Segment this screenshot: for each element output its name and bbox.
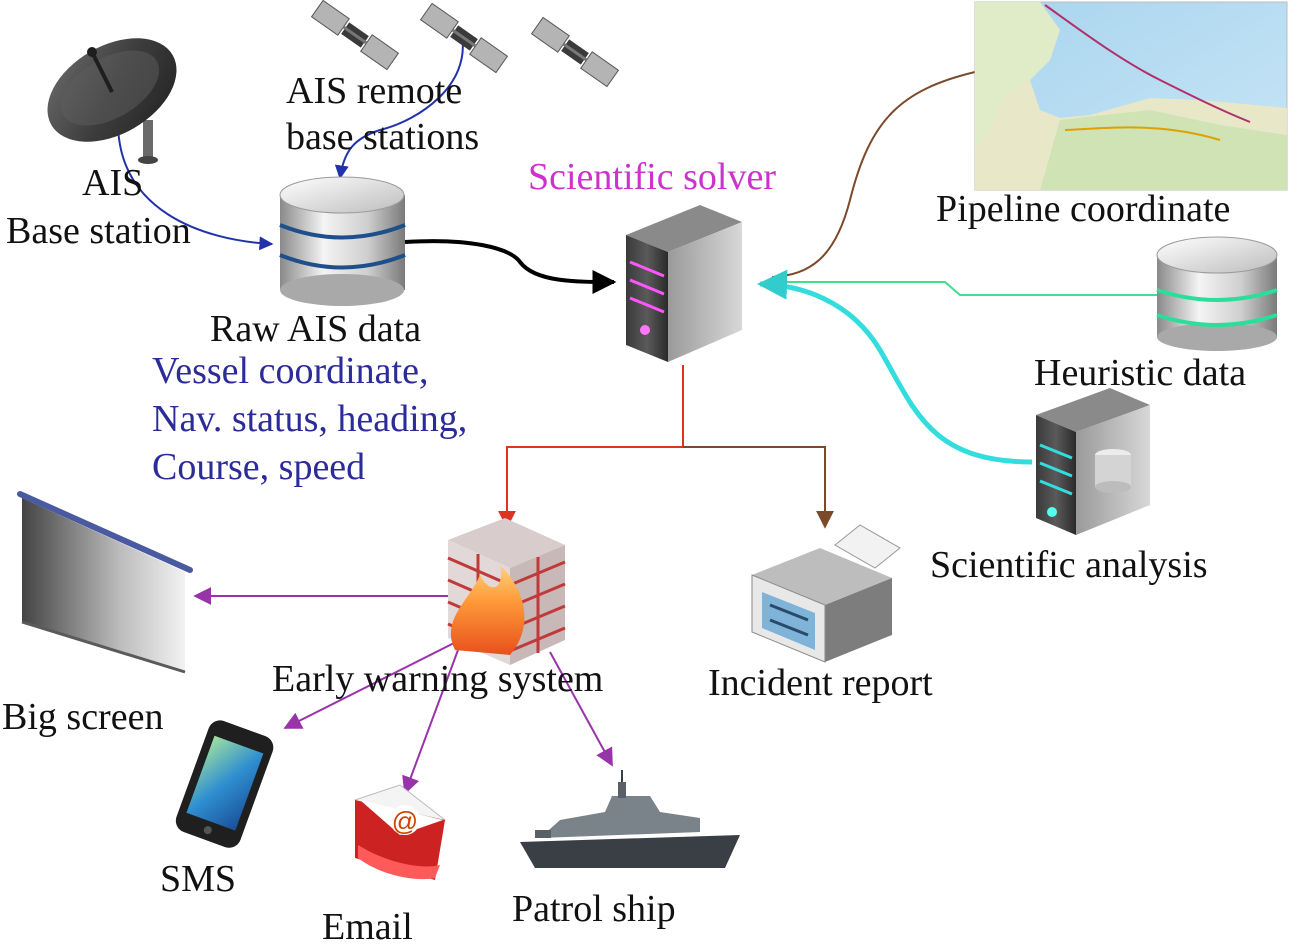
ais-base-station-label-line1: AIS <box>82 162 144 204</box>
ais-base-station-label-line2: Base station <box>6 210 191 252</box>
warning-to-sms-arrow <box>283 634 471 729</box>
early-warning-system-label: Early warning system <box>272 658 604 700</box>
printer-icon <box>751 524 901 663</box>
solver-to-report-arrow <box>683 446 834 529</box>
satellite-icon <box>530 16 620 88</box>
patrol-ship-label: Patrol ship <box>512 888 676 930</box>
satellite-icon <box>419 2 509 74</box>
satellites-to-raw-data-arrow <box>334 35 464 180</box>
database-icon <box>1156 236 1278 351</box>
firewall-icon <box>447 518 566 665</box>
map-icon <box>974 1 1288 191</box>
ais-remote-label-line2: base stations <box>286 116 480 158</box>
vessel-info-label-line1: Vessel coordinate, <box>152 350 429 392</box>
vessel-info-label-line2: Nav. status, heading, <box>152 398 468 440</box>
database-icon <box>279 176 406 306</box>
incident-report-label: Incident report <box>708 662 933 704</box>
pipeline-coordinate-label: Pipeline coordinate <box>936 188 1231 230</box>
analysis-to-solver-line <box>757 269 1033 465</box>
raw-data-to-solver-arrow <box>404 239 617 294</box>
projector-screen-icon <box>17 491 193 674</box>
satellite-dish-icon <box>47 38 177 164</box>
connectors <box>117 35 1160 795</box>
raw-ais-data-label: Raw AIS data <box>210 308 422 350</box>
server-icon <box>1036 388 1150 535</box>
solver-to-warning-arrow <box>498 365 684 529</box>
satellite-icon <box>310 0 400 71</box>
vessel-info-label-line3: Course, speed <box>152 446 366 488</box>
email-icon: @ <box>354 784 446 880</box>
sms-label: SMS <box>160 858 237 900</box>
heuristic-data-label: Heuristic data <box>1034 352 1247 394</box>
ship-icon <box>520 770 740 868</box>
dish-to-raw-data-arrow <box>117 124 274 251</box>
big-screen-label: Big screen <box>2 696 164 738</box>
scientific-analysis-label: Scientific analysis <box>930 544 1208 586</box>
scientific-solver-label: Scientific solver <box>528 156 776 198</box>
warning-to-patrol-ship-arrow <box>549 651 613 767</box>
server-icon <box>626 205 742 362</box>
pipeline-to-solver-line <box>771 71 976 278</box>
svg-text:@: @ <box>392 806 418 836</box>
ais-remote-label-line1: AIS remote <box>286 70 463 112</box>
heuristic-to-solver-line <box>765 281 1160 296</box>
warning-to-email-arrow <box>402 649 459 795</box>
email-label: Email <box>322 906 413 948</box>
smartphone-icon <box>175 720 274 848</box>
